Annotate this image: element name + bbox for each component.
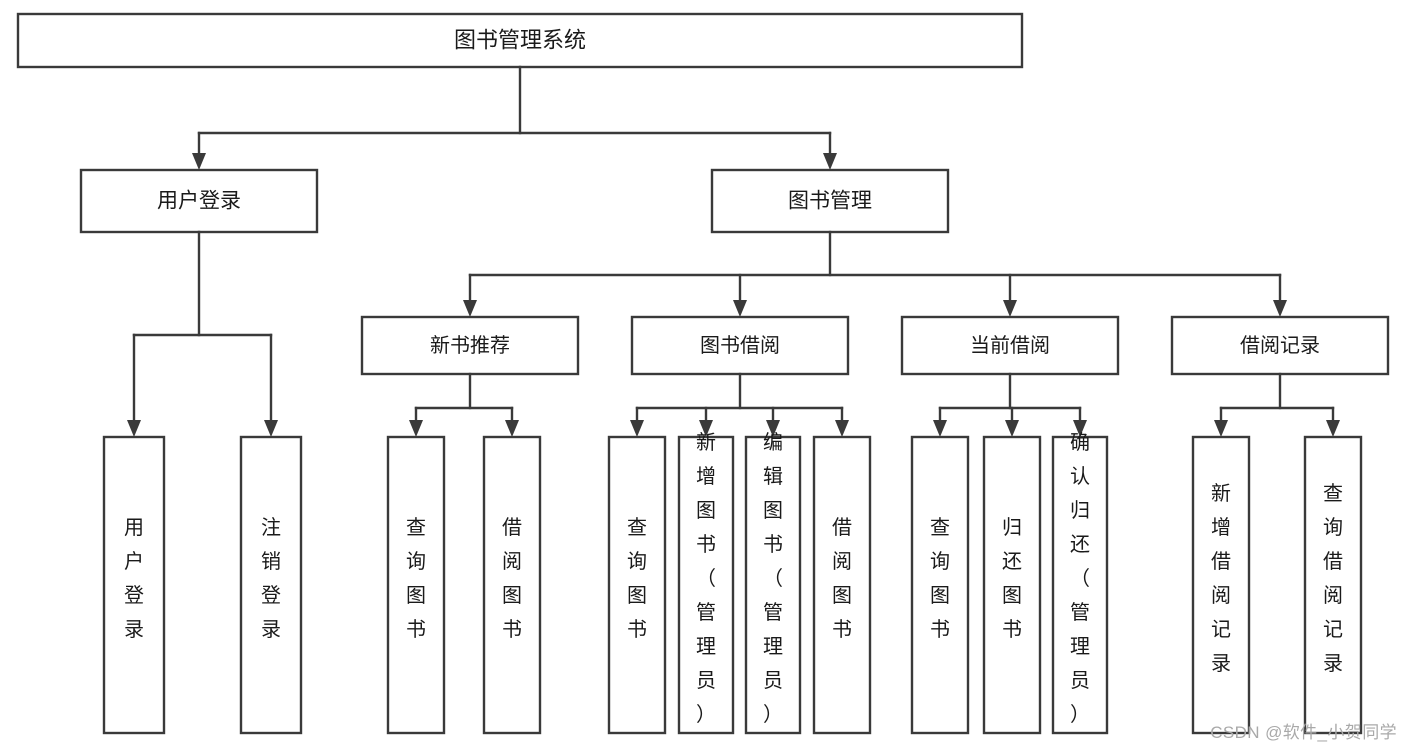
node-query-book-2[interactable]: 查询图书 bbox=[607, 435, 667, 735]
node-user-logout[interactable]: 注销登录 bbox=[239, 435, 303, 735]
node-book-borrow[interactable]: 图书借阅 bbox=[630, 315, 850, 376]
arrow-head-icon bbox=[409, 420, 423, 437]
node-borrow-book-2[interactable]: 借阅图书 bbox=[812, 435, 872, 735]
arrow-head-icon bbox=[1214, 420, 1228, 437]
arrow-head-icon bbox=[192, 153, 206, 170]
node-return-book[interactable]: 归还图书 bbox=[982, 435, 1042, 735]
arrow-head-icon bbox=[1073, 420, 1087, 437]
node-box-query-borrow-record bbox=[1303, 435, 1363, 735]
arrow-head-icon bbox=[1005, 420, 1019, 437]
node-label-query-book-3: 查询图书 bbox=[930, 516, 950, 641]
node-label-query-book-1: 查询图书 bbox=[406, 516, 426, 641]
node-box-book-manage bbox=[710, 168, 950, 234]
node-root[interactable]: 图书管理系统 bbox=[16, 12, 1024, 69]
arrow-head-icon bbox=[699, 420, 713, 437]
node-label-borrow-book-2: 借阅图书 bbox=[832, 516, 852, 641]
arrow-head-icon bbox=[835, 420, 849, 437]
node-book-manage[interactable]: 图书管理 bbox=[710, 168, 950, 234]
watermark-label: CSDN @软件_小贺同学 bbox=[1210, 723, 1397, 742]
node-box-user-login-do bbox=[102, 435, 166, 735]
node-label-root: 图书管理系统 bbox=[454, 27, 586, 52]
arrow-head-icon bbox=[733, 300, 747, 317]
arrow-head-icon bbox=[127, 420, 141, 437]
arrow-head-icon bbox=[1326, 420, 1340, 437]
node-label-book-borrow: 图书借阅 bbox=[700, 334, 780, 357]
node-query-book-1[interactable]: 查询图书 bbox=[386, 435, 446, 735]
node-label-new-book-recommend: 新书推荐 bbox=[430, 334, 510, 357]
node-borrow-book-1[interactable]: 借阅图书 bbox=[482, 435, 542, 735]
node-label-query-borrow-record: 查询借阅记录 bbox=[1323, 482, 1343, 675]
node-query-borrow-record[interactable]: 查询借阅记录 bbox=[1303, 435, 1363, 735]
node-box-confirm-return-admin bbox=[1051, 435, 1109, 735]
node-edit-book-admin[interactable]: 编辑图书（管理员） bbox=[744, 431, 802, 735]
node-query-book-3[interactable]: 查询图书 bbox=[910, 435, 970, 735]
node-box-borrow-book-2 bbox=[812, 435, 872, 735]
arrow-head-icon bbox=[823, 153, 837, 170]
node-add-borrow-record[interactable]: 新增借阅记录 bbox=[1191, 435, 1251, 735]
node-label-add-borrow-record: 新增借阅记录 bbox=[1211, 482, 1231, 675]
arrow-head-icon bbox=[505, 420, 519, 437]
node-borrow-record[interactable]: 借阅记录 bbox=[1170, 315, 1390, 376]
node-new-book-recommend[interactable]: 新书推荐 bbox=[360, 315, 580, 376]
arrow-head-icon bbox=[766, 420, 780, 437]
arrow-head-icon bbox=[933, 420, 947, 437]
node-box-query-book-2 bbox=[607, 435, 667, 735]
node-label-borrow-record: 借阅记录 bbox=[1240, 334, 1320, 357]
node-box-edit-book-admin bbox=[744, 435, 802, 735]
node-label-current-borrow: 当前借阅 bbox=[970, 334, 1050, 357]
node-label-user-login-do: 用户登录 bbox=[124, 517, 144, 641]
arrow-head-icon bbox=[1003, 300, 1017, 317]
node-label-edit-book-admin: 编辑图书（管理员） bbox=[763, 431, 783, 726]
node-user-login[interactable]: 用户登录 bbox=[79, 168, 319, 234]
arrow-head-icon bbox=[264, 420, 278, 437]
node-current-borrow[interactable]: 当前借阅 bbox=[900, 315, 1120, 376]
node-box-add-book-admin bbox=[677, 435, 735, 735]
node-box-user-logout bbox=[239, 435, 303, 735]
node-label-user-logout: 注销登录 bbox=[261, 516, 281, 641]
node-box-query-book-1 bbox=[386, 435, 446, 735]
node-box-new-book-recommend bbox=[360, 315, 580, 376]
node-label-return-book: 归还图书 bbox=[1002, 516, 1022, 641]
node-add-book-admin[interactable]: 新增图书（管理员） bbox=[677, 431, 735, 735]
arrow-head-icon bbox=[1273, 300, 1287, 317]
node-label-user-login: 用户登录 bbox=[157, 190, 241, 213]
arrow-head-icon bbox=[630, 420, 644, 437]
arrow-head-icon bbox=[463, 300, 477, 317]
node-user-login-do[interactable]: 用户登录 bbox=[102, 435, 166, 735]
node-label-confirm-return-admin: 确认归还（管理员） bbox=[1070, 431, 1090, 726]
node-box-return-book bbox=[982, 435, 1042, 735]
node-box-current-borrow bbox=[900, 315, 1120, 376]
node-label-borrow-book-1: 借阅图书 bbox=[502, 516, 522, 641]
node-box-query-book-3 bbox=[910, 435, 970, 735]
node-box-borrow-book-1 bbox=[482, 435, 542, 735]
node-box-root bbox=[16, 12, 1024, 69]
node-box-add-borrow-record bbox=[1191, 435, 1251, 735]
node-confirm-return-admin[interactable]: 确认归还（管理员） bbox=[1051, 431, 1109, 735]
node-label-query-book-2: 查询图书 bbox=[627, 516, 647, 641]
node-label-add-book-admin: 新增图书（管理员） bbox=[696, 431, 716, 726]
node-label-book-manage: 图书管理 bbox=[788, 190, 872, 213]
